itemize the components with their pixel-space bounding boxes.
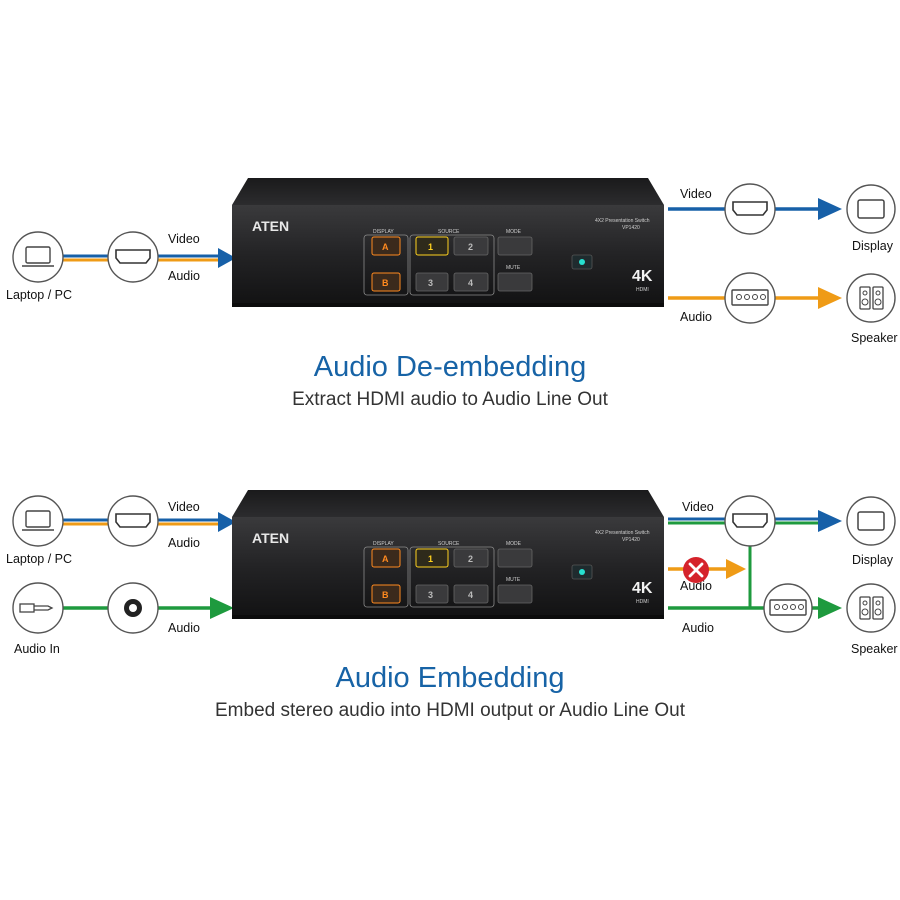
bottom-subtitle: Embed stereo audio into HDMI output or A… bbox=[215, 700, 686, 721]
top-source-key-1[interactable]: 1 bbox=[415, 236, 449, 256]
top-source-key-3-label: 3 bbox=[428, 278, 433, 288]
bottom-laptop-label: Laptop / PC bbox=[6, 552, 72, 566]
bottom-input-arrowhead bbox=[218, 512, 236, 532]
audio-terminal-icon bbox=[724, 272, 776, 324]
bottom-input-audio2-label: Audio bbox=[168, 621, 200, 635]
bottom-output-video-label: Video bbox=[682, 500, 714, 514]
bottom-mute-label: MUTE bbox=[506, 577, 521, 583]
bottom-source-key-3[interactable]: 3 bbox=[415, 584, 449, 604]
top-source-key-4-label: 4 bbox=[468, 278, 473, 288]
top-hdmi-badge: HDMI bbox=[636, 287, 649, 293]
bottom-blocked-audio-label: Audio bbox=[680, 579, 712, 593]
audio-socket-icon bbox=[107, 582, 159, 634]
bottom-device-brand: ATEN bbox=[252, 530, 289, 546]
bottom-source-key-2[interactable]: 2 bbox=[453, 548, 489, 568]
bottom-power-led bbox=[579, 569, 585, 575]
bottom-display-label: Display bbox=[852, 553, 894, 567]
bottom-output-video-arrowhead bbox=[818, 510, 842, 532]
top-output-video-arrowhead bbox=[818, 198, 842, 220]
bottom-panel: Laptop / PC Video Audio Audio In Audio A… bbox=[6, 490, 898, 721]
display-icon bbox=[846, 184, 896, 234]
top-subtitle: Extract HDMI audio to Audio Line Out bbox=[292, 389, 608, 410]
bottom-input-video-label: Video bbox=[168, 500, 200, 514]
bottom-display-group-label: DISPLAY bbox=[373, 541, 394, 547]
speaker-icon bbox=[846, 583, 896, 633]
top-input-video-label: Video bbox=[168, 232, 200, 246]
bottom-mute-button[interactable] bbox=[497, 584, 533, 604]
bottom-source-key-1[interactable]: 1 bbox=[415, 548, 449, 568]
bottom-source-key-2-label: 2 bbox=[468, 554, 473, 564]
bottom-source-key-1-label: 1 bbox=[428, 554, 433, 564]
bottom-title: Audio Embedding bbox=[336, 662, 565, 694]
bottom-device-caption: 4X2 Presentation Switch bbox=[595, 530, 650, 536]
bottom-source-key-4-label: 4 bbox=[468, 590, 473, 600]
top-display-group-label: DISPLAY bbox=[373, 229, 394, 235]
hdmi-port-icon bbox=[107, 495, 159, 547]
top-output-video-label: Video bbox=[680, 187, 712, 201]
top-source-group-label: SOURCE bbox=[438, 229, 460, 235]
top-source-key-2[interactable]: 2 bbox=[453, 236, 489, 256]
bottom-output-audio-arrowhead bbox=[818, 597, 842, 619]
top-output-audio-label: Audio bbox=[680, 310, 712, 324]
top-input-arrowhead bbox=[218, 248, 236, 268]
top-display-label: Display bbox=[852, 239, 894, 253]
top-mute-button[interactable] bbox=[497, 272, 533, 292]
bottom-source-key-3-label: 3 bbox=[428, 590, 433, 600]
top-device-model: VP1420 bbox=[622, 225, 640, 231]
top-display-key-b-label: B bbox=[382, 278, 389, 288]
top-laptop-label: Laptop / PC bbox=[6, 288, 72, 302]
bottom-output-audio-label: Audio bbox=[682, 621, 714, 635]
bottom-device-model: VP1420 bbox=[622, 537, 640, 543]
top-output-hdmi-port-icon bbox=[724, 183, 776, 235]
top-power-led bbox=[579, 259, 585, 265]
bottom-output-hdmi-port-icon bbox=[724, 495, 776, 547]
bottom-4k-badge: 4K bbox=[632, 580, 653, 597]
speaker-icon bbox=[846, 273, 896, 323]
bottom-source-key-4[interactable]: 4 bbox=[453, 584, 489, 604]
top-device-brand: ATEN bbox=[252, 218, 289, 234]
top-source-key-1-label: 1 bbox=[428, 242, 433, 252]
bottom-device: ATEN 4X2 Presentation Switch VP1420 DISP… bbox=[232, 490, 664, 619]
top-device-caption: 4X2 Presentation Switch bbox=[595, 218, 650, 224]
top-4k-badge: 4K bbox=[632, 268, 653, 285]
top-output-audio-arrowhead bbox=[818, 287, 842, 309]
bottom-display-key-a-label: A bbox=[382, 554, 389, 564]
bottom-source-group-label: SOURCE bbox=[438, 541, 460, 547]
top-source-key-4[interactable]: 4 bbox=[453, 272, 489, 292]
top-speaker-label: Speaker bbox=[851, 331, 898, 345]
blocked-x-icon bbox=[683, 557, 709, 583]
top-display-key-b[interactable]: B bbox=[371, 272, 401, 292]
bottom-display-key-b[interactable]: B bbox=[371, 584, 401, 604]
top-display-key-a-label: A bbox=[382, 242, 389, 252]
bottom-hdmi-badge: HDMI bbox=[636, 599, 649, 605]
bottom-blocked-audio-arrowhead bbox=[726, 559, 746, 579]
laptop-icon bbox=[12, 231, 64, 283]
top-display-key-a[interactable]: A bbox=[371, 236, 401, 256]
bottom-speaker-label: Speaker bbox=[851, 642, 898, 656]
top-panel: Laptop / PC Video Audio ATEN 4X2 Present… bbox=[6, 178, 898, 410]
bottom-display-key-a[interactable]: A bbox=[371, 548, 401, 568]
top-device: ATEN 4X2 Presentation Switch VP1420 DISP… bbox=[232, 178, 664, 307]
bottom-mode-button[interactable] bbox=[497, 548, 533, 568]
audio-jack-icon bbox=[12, 582, 64, 634]
top-title: Audio De-embedding bbox=[314, 351, 586, 383]
top-mode-button[interactable] bbox=[497, 236, 533, 256]
audio-terminal-icon bbox=[763, 583, 813, 633]
bottom-input-audio-label: Audio bbox=[168, 536, 200, 550]
display-icon bbox=[846, 496, 896, 546]
laptop-icon bbox=[12, 495, 64, 547]
bottom-input-audio-in-arrowhead bbox=[210, 597, 234, 619]
hdmi-port-icon bbox=[107, 231, 159, 283]
top-mode-label: MODE bbox=[506, 229, 522, 235]
top-mute-label: MUTE bbox=[506, 265, 521, 271]
top-source-key-2-label: 2 bbox=[468, 242, 473, 252]
bottom-audio-in-label: Audio In bbox=[14, 642, 60, 656]
top-input-audio-label: Audio bbox=[168, 269, 200, 283]
bottom-mode-label: MODE bbox=[506, 541, 522, 547]
top-source-key-3[interactable]: 3 bbox=[415, 272, 449, 292]
bottom-display-key-b-label: B bbox=[382, 590, 389, 600]
